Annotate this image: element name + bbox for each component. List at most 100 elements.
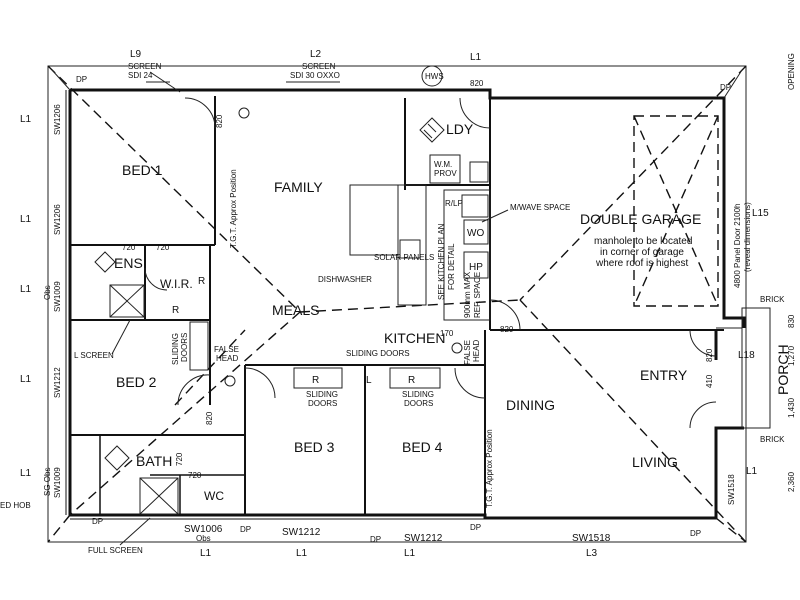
label-l1-left-3: L1 <box>20 284 32 295</box>
label-solar-panels: SOLAR PANELS <box>374 253 434 262</box>
label-wm: W.M. <box>434 160 452 169</box>
label-820-top: 820 <box>470 79 484 88</box>
room-bed4: BED 4 <box>402 439 443 455</box>
label-sliding-doors-4b: DOORS <box>404 399 433 408</box>
label-sw1206-a: SW1206 <box>53 104 62 135</box>
label-sliding-doors-3: SLIDING <box>306 390 338 399</box>
label-dishwasher: DISHWASHER <box>318 275 372 284</box>
label-screen-2: SCREEN <box>302 62 336 71</box>
label-false-head-1: FALSE <box>214 345 239 354</box>
label-l18: L18 <box>738 350 755 361</box>
roof-outline <box>47 65 747 543</box>
label-dp-7: DP <box>720 83 731 92</box>
label-410: 410 <box>705 374 714 388</box>
roof-hip-lines <box>47 65 747 543</box>
label-l1-top: L1 <box>470 52 482 63</box>
label-manhole-3: where roof is highest <box>595 258 688 269</box>
label-sg-obs: SG Obs <box>43 468 52 496</box>
room-bed1: BED 1 <box>122 162 163 178</box>
label-sw1206-b: SW1206 <box>53 204 62 235</box>
label-mwave: M/WAVE SPACE <box>510 203 570 212</box>
label-tgt-2: T.G.T. Approx Position <box>485 429 494 508</box>
label-l1-left-4: L1 <box>20 374 32 385</box>
label-dim-1270: 1,270 <box>787 345 796 366</box>
label-sliding-doors-2: SLIDING DOORS <box>346 349 410 358</box>
label-dp-1: DP <box>92 517 103 526</box>
label-hp: HP <box>469 262 483 273</box>
label-see-kitchen-2: FOR DETAIL <box>447 243 456 290</box>
label-dp-3: DP <box>370 535 381 544</box>
label-170: 170 <box>440 329 454 338</box>
label-prov: PROV <box>434 169 457 178</box>
smoke-alarm-1 <box>238 107 250 119</box>
label-sw1009-b: SW1009 <box>53 467 62 498</box>
wardrobes <box>189 321 441 389</box>
label-720-d: 720 <box>188 471 202 480</box>
label-sliding-doors-3b: DOORS <box>308 399 337 408</box>
label-l2: L2 <box>310 49 322 60</box>
label-sdi24: SDI 24 <box>128 71 153 80</box>
label-l-mark: L <box>366 375 372 386</box>
label-l1-left-1: L1 <box>20 114 32 125</box>
label-l-screen: L SCREEN <box>74 351 114 360</box>
room-wc: WC <box>204 489 224 503</box>
porch-outline <box>716 307 771 429</box>
label-panel-door-2: (reveal dimensions) <box>743 202 752 272</box>
label-sw1212-b1: SW1212 <box>282 527 321 538</box>
label-r-1: R <box>198 276 205 287</box>
label-obs-b: Obs <box>196 534 211 543</box>
room-entry: ENTRY <box>640 367 688 383</box>
label-wo: WO <box>467 228 484 239</box>
room-meals: MEALS <box>272 302 319 318</box>
label-l1-b2: L1 <box>296 548 308 559</box>
label-sw1212-left: SW1212 <box>53 367 62 398</box>
label-sw1518-b: SW1518 <box>572 533 611 544</box>
label-l1-right: L1 <box>746 466 758 477</box>
leader-lines <box>111 71 509 546</box>
room-dining: DINING <box>506 397 555 413</box>
room-kitchen: KITCHEN <box>384 330 445 346</box>
label-sw1006: SW1006 <box>184 524 223 535</box>
label-l1-b3: L1 <box>404 548 416 559</box>
label-sw1009-a: SW1009 <box>53 281 62 312</box>
label-sliding-doors-1: SLIDING <box>171 333 180 365</box>
label-fridge-2: REF. SPACE <box>473 272 482 318</box>
room-bath: BATH <box>136 453 172 469</box>
label-panel-door: 4800 Panel Door 2100h <box>733 203 742 288</box>
label-false-head-1b: HEAD <box>216 354 238 363</box>
smoke-alarm-3 <box>451 342 463 354</box>
label-false-head-2: FALSE <box>463 340 472 365</box>
label-fridge-1: 900mm MAX <box>463 271 472 318</box>
label-dim-1430: 1,430 <box>787 397 796 418</box>
label-sw1212-b2: SW1212 <box>404 533 443 544</box>
label-brick-2: BRICK <box>760 435 785 444</box>
room-ens: ENS <box>114 255 143 271</box>
label-hws: HWS <box>425 72 444 81</box>
label-l9: L9 <box>130 49 142 60</box>
label-sliding-doors-1b: DOORS <box>180 333 189 362</box>
room-bed3: BED 3 <box>294 439 335 455</box>
label-l3: L3 <box>586 548 598 559</box>
smoke-alarm-2 <box>224 375 236 387</box>
label-rlp: R/LP <box>445 199 463 208</box>
label-manhole-1: manhole to be located <box>594 236 692 247</box>
label-ed-hob: ED HOB <box>0 501 31 510</box>
room-porch: PORCH <box>775 344 791 395</box>
label-dp-2: DP <box>240 525 251 534</box>
wet-area-tiles <box>94 117 445 515</box>
hws-circle <box>421 65 443 87</box>
label-720-c: 720 <box>175 452 184 466</box>
label-screen-1: SCREEN <box>128 62 162 71</box>
label-720-a: 720 <box>122 243 136 252</box>
label-l15: L15 <box>752 208 769 219</box>
label-sw1518: SW1518 <box>727 474 736 505</box>
label-manhole-2: in corner of garage <box>600 247 684 258</box>
label-dp-5: DP <box>690 529 701 538</box>
room-wir: W.I.R. <box>160 277 193 291</box>
label-dp-6: DP <box>76 75 87 84</box>
label-opening: OPENING <box>787 53 796 90</box>
label-r-2: R <box>172 305 179 316</box>
label-false-head-2b: HEAD <box>472 340 481 362</box>
label-sliding-doors-4: SLIDING <box>402 390 434 399</box>
